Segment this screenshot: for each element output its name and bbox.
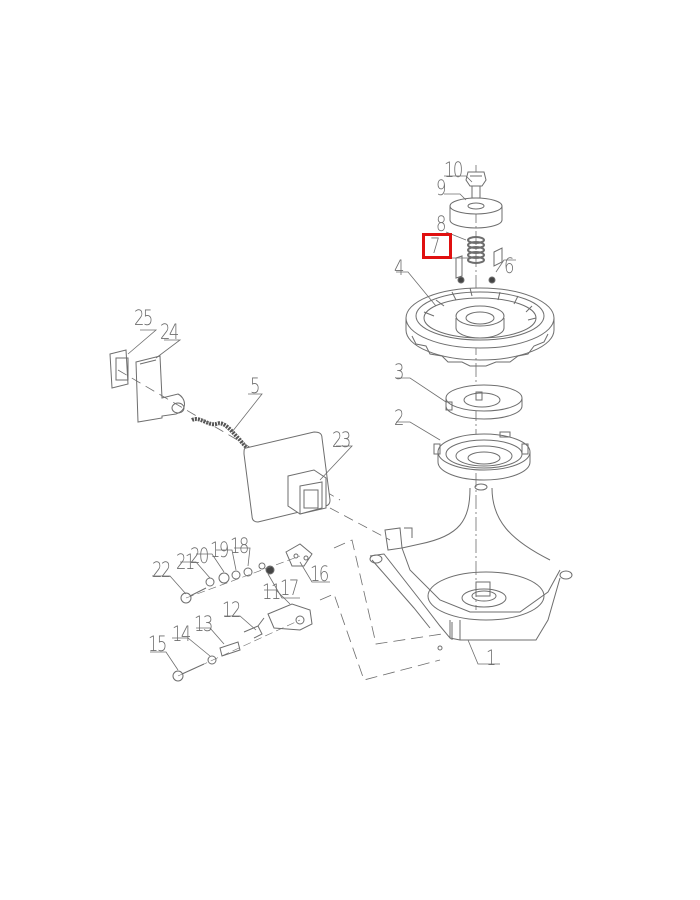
leader-15 <box>150 651 179 671</box>
label-part-24: 24 <box>160 320 179 344</box>
label-part-15: 15 <box>148 632 167 656</box>
label-part-2: 2 <box>394 406 404 430</box>
part-12-spring-clip <box>243 617 265 639</box>
part-9-plate <box>449 197 503 229</box>
part-5-rope <box>191 417 260 458</box>
label-part-25: 25 <box>134 306 153 330</box>
part-24-handle <box>135 355 185 423</box>
leader-1 <box>467 639 500 665</box>
leader-11 <box>264 589 291 605</box>
part-13-sleeve <box>219 641 241 657</box>
label-part-4: 4 <box>394 256 404 280</box>
part-25-grip-cap <box>109 349 129 389</box>
part-6-pawl <box>455 247 503 284</box>
part-3-recoil-spring <box>445 384 523 420</box>
leader-20 <box>196 553 225 573</box>
label-part-6: 6 <box>504 254 514 278</box>
leader-24 <box>155 339 182 359</box>
hardware-axis-line <box>185 555 301 599</box>
label-part-22: 22 <box>152 558 171 582</box>
leader-14 <box>172 637 211 657</box>
guide-axis-line <box>329 507 391 541</box>
part-18-washer <box>243 567 253 577</box>
assembly-line-lever <box>319 593 441 681</box>
label-part-3: 3 <box>394 360 404 384</box>
part-2-spring-case <box>433 431 531 481</box>
leader-2 <box>396 421 441 441</box>
part-20-washer <box>218 572 230 584</box>
leader-10 <box>444 175 473 183</box>
leader-25 <box>127 329 158 355</box>
label-part-18: 18 <box>230 534 249 558</box>
label-part-11: 11 <box>262 580 281 604</box>
part-16-bracket <box>285 543 313 567</box>
leader-22 <box>152 575 187 595</box>
label-part-7: 7 <box>430 234 440 258</box>
label-part-21: 21 <box>176 550 195 574</box>
part-21-washer <box>205 577 215 587</box>
leader-6 <box>495 259 516 273</box>
part-14-washer <box>207 655 217 665</box>
leader-21 <box>180 561 211 579</box>
label-part-5: 5 <box>250 374 260 398</box>
label-part-10: 10 <box>444 158 463 182</box>
label-part-9: 9 <box>436 176 446 200</box>
leader-23 <box>319 445 353 481</box>
part-10-bolt <box>465 171 487 199</box>
part-1-starter-housing <box>369 483 573 651</box>
leader-16 <box>299 561 330 583</box>
part-19-washer <box>231 570 241 580</box>
leader-12 <box>224 615 257 631</box>
leader-19 <box>216 549 237 571</box>
label-part-12: 12 <box>222 598 241 622</box>
part-11-lever <box>267 603 313 631</box>
label-part-13: 13 <box>194 612 213 636</box>
leader-13 <box>196 627 225 645</box>
label-part-17: 17 <box>280 576 299 600</box>
assembly-line-bracket <box>333 539 443 645</box>
highlight-box-part-7 <box>422 233 452 259</box>
leader-17 <box>267 573 300 599</box>
label-part-16: 16 <box>310 562 329 586</box>
label-part-19: 19 <box>210 538 229 562</box>
part-23-rope-guide <box>243 431 331 523</box>
leader-9 <box>444 193 467 201</box>
leader-3 <box>396 377 447 403</box>
label-part-14: 14 <box>172 622 191 646</box>
lever-axis-line <box>177 619 301 677</box>
part-4-reel <box>405 287 555 367</box>
label-part-20: 20 <box>190 544 209 568</box>
leader-5 <box>231 393 263 433</box>
label-part-1: 1 <box>486 646 496 670</box>
label-part-8: 8 <box>436 212 446 236</box>
leader-4 <box>396 271 437 307</box>
label-part-23: 23 <box>332 428 351 452</box>
part-15-screw <box>172 663 205 682</box>
leader-18 <box>234 547 251 567</box>
part-8-spring <box>467 236 485 264</box>
